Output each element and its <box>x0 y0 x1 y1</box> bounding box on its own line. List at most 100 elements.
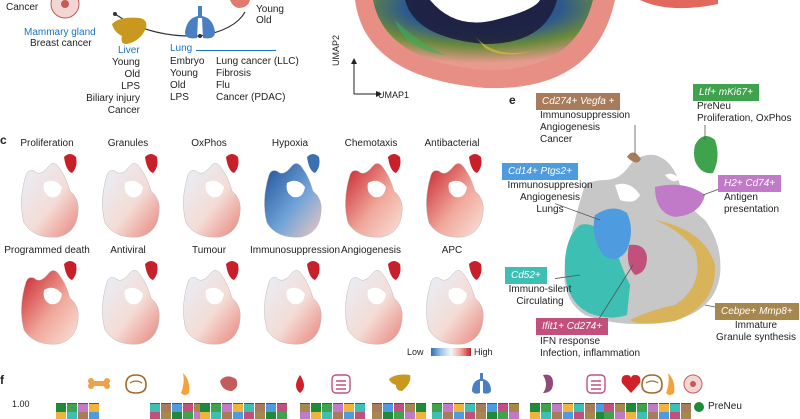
stacked-bar <box>172 403 182 419</box>
desc-line: Immunosuppresion <box>507 180 593 191</box>
umap-plot <box>355 0 615 89</box>
panel-c-letter: c <box>0 133 7 147</box>
cluster-desc-cd274: Immunosuppression Angiogenesis Cancer <box>540 110 630 146</box>
desc-line: IFN response <box>540 336 601 347</box>
liver-list: Young Old LPS Biliary injury Cancer <box>60 57 140 117</box>
legend-dot-preneu <box>694 402 704 412</box>
stacked-bar <box>311 403 321 419</box>
cluster-umap <box>555 125 725 326</box>
desc-line: Immuno-silent <box>508 284 572 295</box>
stacked-bar <box>300 403 310 419</box>
cluster-desc-h2: Antigen presentation <box>724 192 779 216</box>
cluster-tag-cd274: Cd274+ Vegfa + <box>536 93 621 110</box>
colorbar-high-label: High <box>474 347 493 357</box>
cluster-desc-ifit1: IFN response Infection, inflammation <box>540 336 640 360</box>
lung-item: Old <box>170 80 186 91</box>
intestine-icon <box>586 374 606 394</box>
stacked-bar <box>266 403 276 419</box>
lung-icon <box>185 6 215 39</box>
stacked-bar <box>372 403 382 419</box>
stacked-bar <box>585 403 595 419</box>
blood-drop-icon <box>296 375 304 393</box>
stacked-bar <box>552 403 562 419</box>
brain-icon <box>641 374 663 394</box>
feature-map <box>264 261 322 345</box>
umap1-label: UMAP1 <box>378 90 410 100</box>
feature-map <box>426 261 484 345</box>
cluster-desc-cd14: Immunosuppresion Angiogenesis Lungs <box>502 180 598 216</box>
stacked-bar <box>626 403 636 419</box>
spleen-icon <box>220 376 238 391</box>
stacked-bar <box>222 403 232 419</box>
feature-title: Chemotaxis <box>344 138 398 149</box>
desc-line: Infection, inflammation <box>540 348 641 359</box>
stacked-bar <box>454 403 464 419</box>
cancer-label-top: Cancer <box>6 2 39 13</box>
liver-item: Cancer <box>107 105 140 116</box>
heart-icon <box>621 375 641 393</box>
panel-e-letter: e <box>509 93 516 107</box>
stacked-bar <box>67 403 77 419</box>
umap-plot-fragment <box>640 0 718 9</box>
liver-item: LPS <box>121 81 140 92</box>
panel-f-letter: f <box>0 373 4 387</box>
mammary-gland-sub: Breast cancer <box>30 38 92 49</box>
lung-item: Flu <box>216 80 230 91</box>
horn-icon <box>666 373 675 395</box>
stacked-bar <box>211 403 221 419</box>
kidney-icon <box>230 0 250 8</box>
liver-item: Biliary injury <box>86 93 140 104</box>
stacked-bar <box>648 403 658 419</box>
stacked-bar <box>637 403 647 419</box>
stacked-bar <box>150 403 160 419</box>
stacked-bar <box>200 403 210 419</box>
legend-label-preneu: PreNeu <box>708 401 742 412</box>
feature-map <box>102 154 160 238</box>
feature-title: Antiviral <box>110 245 146 256</box>
cluster-tag-cd52: Cd52+ <box>505 267 547 284</box>
feature-title: Proliferation <box>20 138 74 149</box>
stacked-bar <box>465 403 475 419</box>
mammary-gland-title: Mammary gland <box>24 27 96 38</box>
feature-title: Tumour <box>191 245 227 256</box>
stacked-bar <box>416 403 426 419</box>
umap-axes <box>351 58 382 97</box>
kidney-icon <box>543 374 553 393</box>
lung-item: LPS <box>170 92 189 103</box>
lung-item: Young <box>170 68 198 79</box>
stacked-bar <box>355 403 365 419</box>
feature-map <box>345 154 403 238</box>
colorbar <box>431 348 471 356</box>
stacked-bar <box>333 403 343 419</box>
cluster-desc-cd52: Immuno-silent Circulating <box>508 284 572 308</box>
stacked-bar <box>194 403 204 419</box>
feature-map <box>183 154 241 238</box>
desc-line: Immature <box>734 320 778 331</box>
lung-item: Embryo <box>170 56 205 67</box>
feature-title: OxPhos <box>191 138 227 149</box>
stacked-bar <box>670 403 680 419</box>
stacked-bar <box>255 403 265 419</box>
top-right-old: Old <box>256 15 272 26</box>
cluster-desc-ltf: PreNeu Proliferation, OxPhos <box>697 101 792 125</box>
stacked-bar <box>563 403 573 419</box>
stacked-bar <box>615 403 625 419</box>
lung-title: Lung <box>170 43 193 54</box>
intestine-icon <box>331 374 351 394</box>
stacked-bar <box>432 403 442 419</box>
feature-map <box>21 261 79 345</box>
cluster-tag-cd14: Cd14+ Ptgs2+ <box>502 163 578 180</box>
desc-line: Proliferation, OxPhos <box>697 113 792 124</box>
lung-col2: Lung cancer (LLC) Fibrosis Flu Cancer (P… <box>216 56 299 104</box>
stacked-bar <box>405 403 415 419</box>
stacked-bar <box>681 403 691 419</box>
cluster-tag-h2: H2+ Cd74+ <box>718 175 782 192</box>
top-right-young: Young <box>256 4 284 15</box>
horn-icon <box>181 373 190 395</box>
desc-line: Antigen <box>724 192 758 203</box>
stacked-bar <box>277 403 287 419</box>
cluster-tag-cebpe: Cebpe+ Mmp8+ <box>715 303 799 320</box>
eye-icon <box>50 0 80 19</box>
feature-title: Programmed death <box>4 245 90 256</box>
lung-icon <box>472 373 491 394</box>
